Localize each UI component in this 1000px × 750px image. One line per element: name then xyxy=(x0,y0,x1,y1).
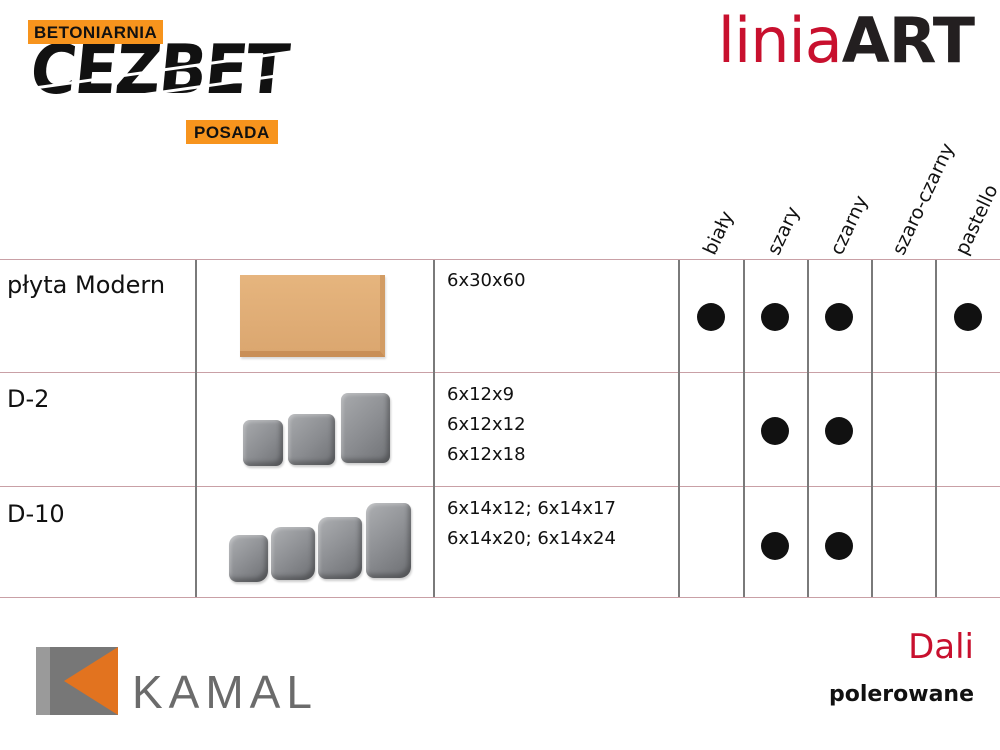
slab-image xyxy=(240,275,385,357)
product-name: D-10 xyxy=(7,500,65,528)
table-column-divider xyxy=(678,260,680,597)
table-divider xyxy=(0,597,1000,598)
table-divider xyxy=(0,372,1000,373)
kamal-logo-bar xyxy=(36,647,50,715)
table-column-divider xyxy=(433,260,435,597)
cezbet-logo: CEZBET BETONIARNIA POSADA xyxy=(27,20,298,145)
product-size: 6x14x20; 6x14x24 xyxy=(447,528,616,549)
column-header-color: pastello xyxy=(950,181,1000,259)
paver-stone xyxy=(271,527,315,580)
paver-stone xyxy=(341,393,390,463)
availability-dot xyxy=(825,417,853,445)
cezbet-logo-bottom-label: POSADA xyxy=(186,120,278,144)
kamal-logo-wedge xyxy=(64,647,118,715)
product-size: 6x12x12 xyxy=(447,414,526,435)
table-column-divider xyxy=(195,260,197,597)
availability-dot xyxy=(761,303,789,331)
paver-stone xyxy=(366,503,411,578)
finish-label: polerowane xyxy=(828,682,974,707)
product-size: 6x14x12; 6x14x17 xyxy=(447,498,616,519)
linia-art-logo-suffix: ART xyxy=(841,4,975,77)
table-column-divider xyxy=(935,260,937,597)
product-sizes: 6x14x12; 6x14x17 6x14x20; 6x14x24 xyxy=(447,494,616,554)
product-sizes: 6x30x60 xyxy=(447,266,526,296)
availability-dot xyxy=(761,532,789,560)
cezbet-logo-top-label: BETONIARNIA xyxy=(28,20,164,44)
product-size: 6x12x9 xyxy=(447,384,515,405)
column-header-color: szary xyxy=(762,203,805,259)
availability-dot xyxy=(825,532,853,560)
table-column-divider xyxy=(743,260,745,597)
product-size: 6x30x60 xyxy=(447,270,526,291)
paver-stone xyxy=(288,414,335,465)
column-header-color: szaro-czarny xyxy=(887,139,959,259)
column-header-color: czarny xyxy=(825,192,873,259)
availability-dot xyxy=(954,303,982,331)
availability-dot xyxy=(761,417,789,445)
paver-stone xyxy=(243,420,283,466)
table-column-divider xyxy=(807,260,809,597)
product-size: 6x12x18 xyxy=(447,444,526,465)
kamal-logo-text: KAMAL xyxy=(132,666,318,718)
kamal-logo: KAMAL xyxy=(36,647,366,717)
availability-dot xyxy=(697,303,725,331)
product-name: D-2 xyxy=(7,385,50,413)
column-header-color: biały xyxy=(698,207,739,259)
product-line-title: Dali xyxy=(908,627,974,667)
table-divider xyxy=(0,486,1000,487)
linia-art-logo-prefix: linia xyxy=(717,4,843,77)
table-column-divider xyxy=(871,260,873,597)
paver-stone xyxy=(229,535,268,582)
paver-stone xyxy=(318,517,362,579)
table-divider xyxy=(0,259,1000,260)
linia-art-logo: liniaART xyxy=(718,10,975,72)
product-name: płyta Modern xyxy=(7,271,166,299)
availability-dot xyxy=(825,303,853,331)
product-sizes: 6x12x9 6x12x12 6x12x18 xyxy=(447,380,526,470)
